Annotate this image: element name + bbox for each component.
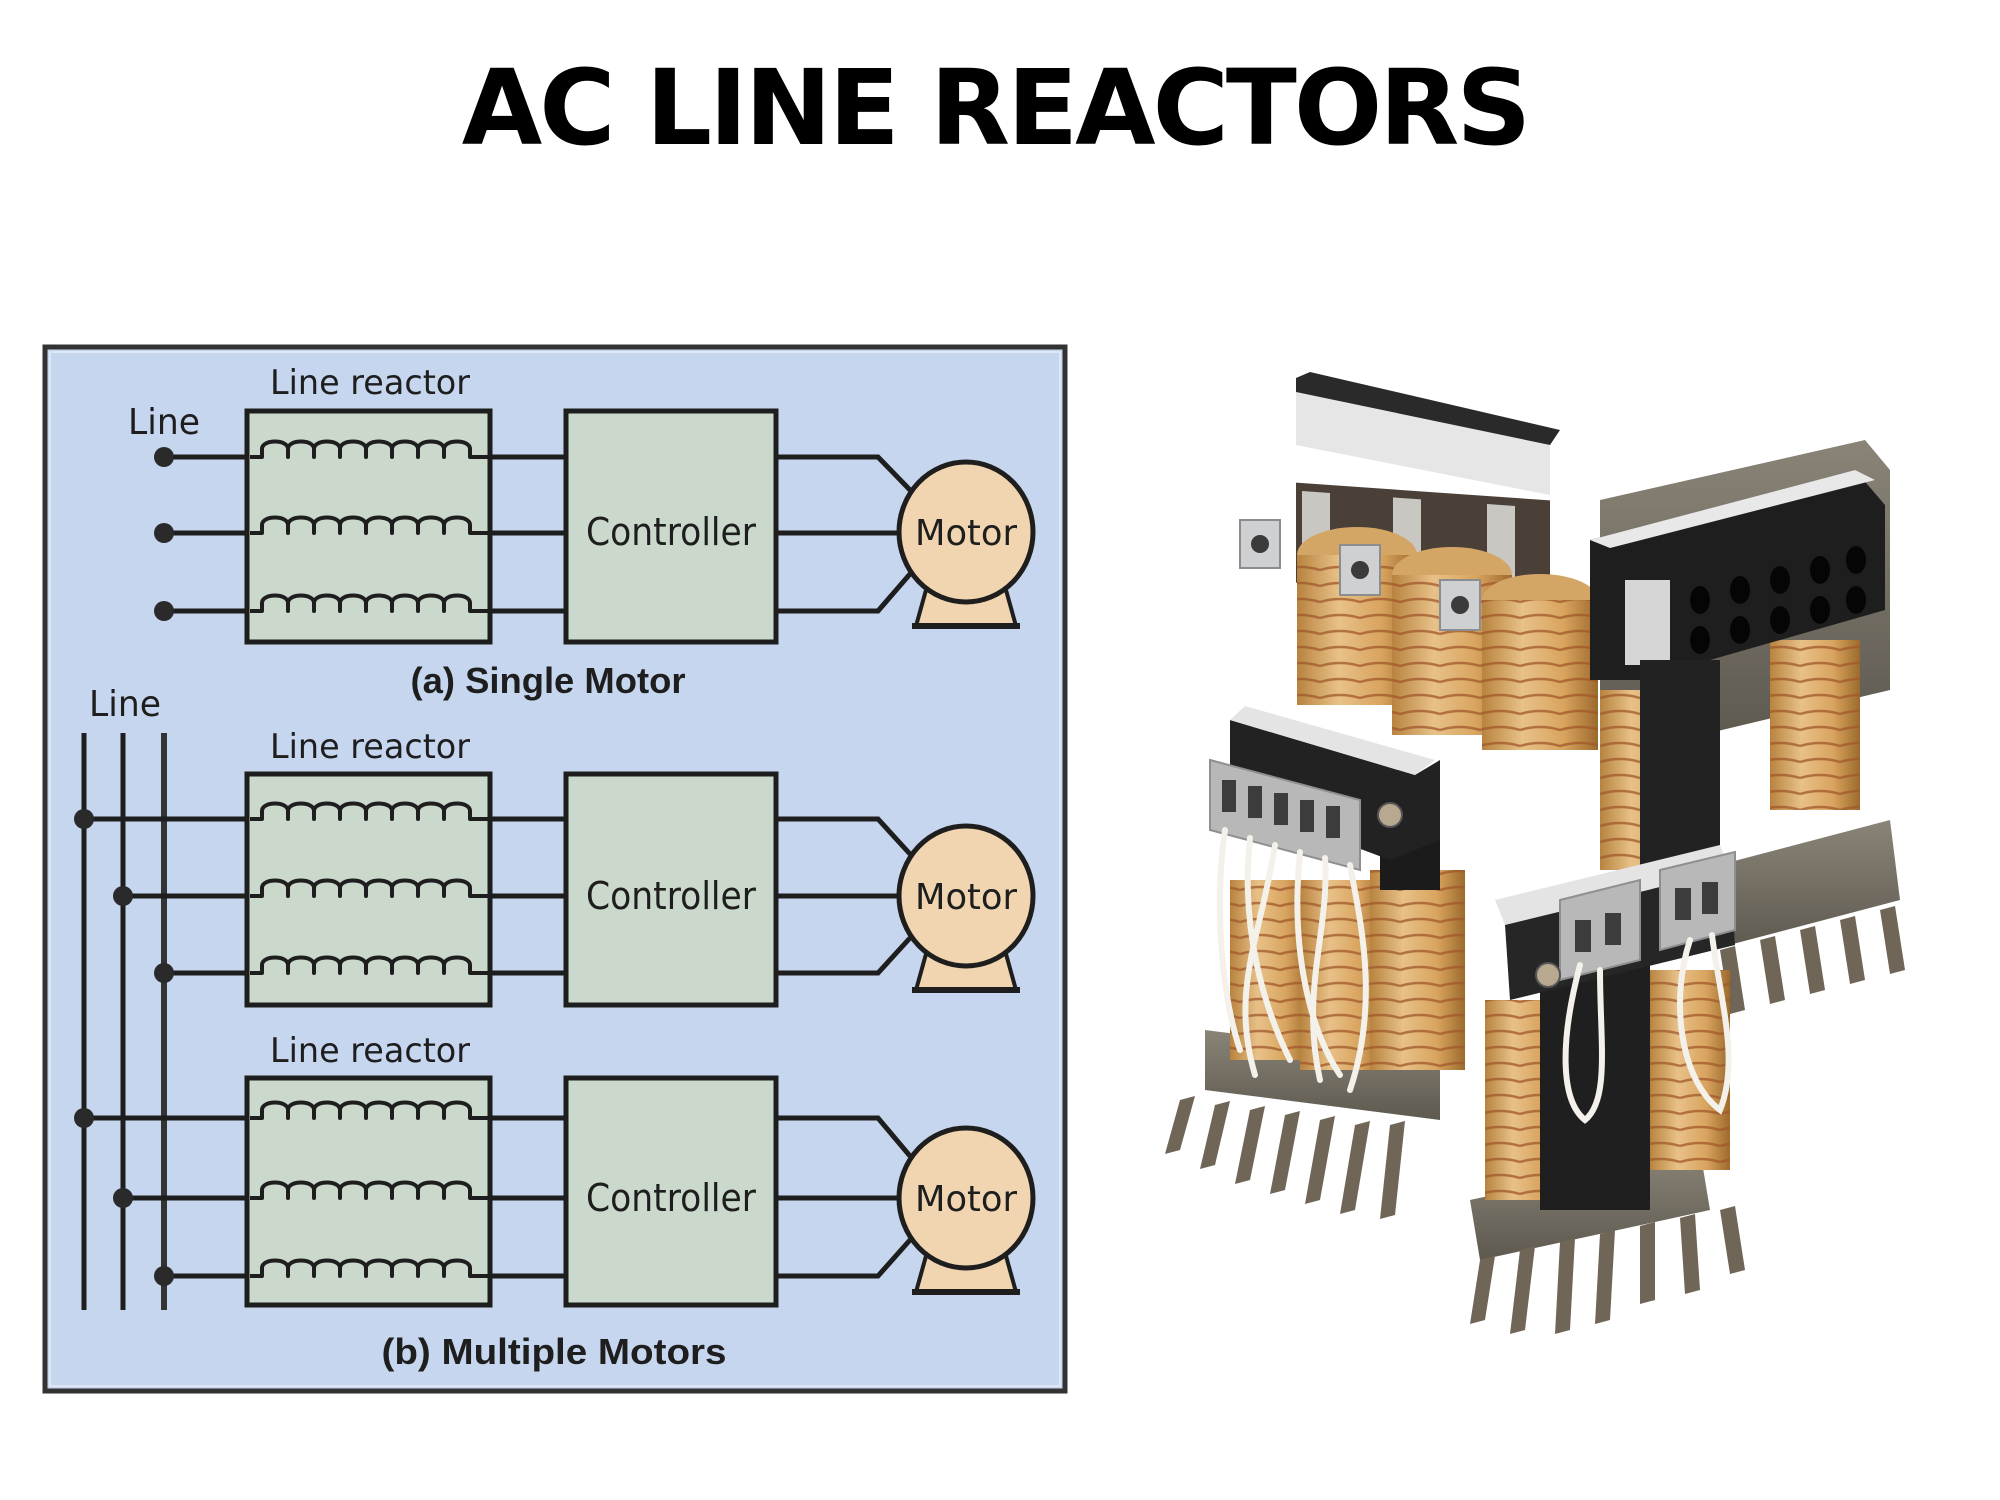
controller-box bbox=[563, 1075, 779, 1308]
motor-label: Motor bbox=[915, 877, 1017, 918]
line-label: Line bbox=[128, 402, 200, 443]
motor-b2 bbox=[896, 1125, 1036, 1295]
controller-label: Controller bbox=[586, 874, 756, 918]
reactor-coils-b2 bbox=[250, 1100, 488, 1278]
motor-wire bbox=[774, 1115, 912, 1158]
motor-wire bbox=[774, 936, 912, 976]
multiple-motors-circuit: Line Line reactor Controller Motor Line … bbox=[74, 684, 1036, 1372]
inductor-coil bbox=[250, 515, 488, 535]
line-label-bus: Line bbox=[89, 684, 161, 725]
reactor-unit-back-right bbox=[1590, 440, 1905, 1014]
motor-body bbox=[896, 1125, 1036, 1271]
reactor-unit-front-center bbox=[1470, 845, 1745, 1334]
junction-dot bbox=[74, 809, 94, 829]
diagram-panel-inner-edge bbox=[49, 351, 1061, 1387]
line-reactor-label: Line reactor bbox=[270, 727, 470, 767]
junction-dot bbox=[154, 523, 174, 543]
caption-single-motor: (a) Single Motor bbox=[411, 660, 686, 701]
motor-label: Motor bbox=[915, 1179, 1017, 1220]
motor-label: Motor bbox=[915, 513, 1017, 554]
junction-dot bbox=[154, 447, 174, 467]
junction-dot bbox=[113, 1188, 133, 1208]
junction-dot bbox=[113, 886, 133, 906]
controller-box bbox=[563, 408, 779, 645]
reactor-coils-b1 bbox=[250, 801, 488, 975]
diagram-panel bbox=[42, 344, 1068, 1394]
controller-label: Controller bbox=[586, 510, 756, 554]
inductor-coil bbox=[250, 1100, 488, 1120]
motor-a bbox=[896, 459, 1036, 629]
wires-b1 bbox=[74, 809, 912, 983]
controller-label: Controller bbox=[586, 1176, 756, 1220]
inductor-coil bbox=[250, 801, 488, 821]
inductor-coil bbox=[250, 593, 488, 613]
junction-dot bbox=[154, 601, 174, 621]
reactor-unit-front-left bbox=[1165, 706, 1465, 1219]
line-reactor-label: Line reactor bbox=[270, 1031, 470, 1071]
motor-wire bbox=[774, 1238, 912, 1279]
junction-dot bbox=[154, 963, 174, 983]
inductor-coil bbox=[250, 1258, 488, 1278]
inductor-coil bbox=[250, 878, 488, 898]
inductor-coil bbox=[250, 955, 488, 975]
wires-a bbox=[154, 447, 912, 621]
inductor-coil bbox=[250, 1180, 488, 1200]
reactor-coils-a bbox=[250, 439, 488, 613]
motor-wire bbox=[774, 454, 912, 492]
junction-dot bbox=[74, 1108, 94, 1128]
motor-body bbox=[896, 823, 1036, 969]
inductor-coil bbox=[250, 439, 488, 459]
caption-multiple-motors: (b) Multiple Motors bbox=[382, 1331, 727, 1372]
slide-title: AC LINE REACTORS bbox=[461, 47, 1532, 169]
reactor-unit-back-left bbox=[1239, 372, 1598, 750]
single-motor-circuit: Line Line reactor Controller Motor (a) S… bbox=[128, 363, 1036, 701]
motor-body bbox=[896, 459, 1036, 605]
wires-b2 bbox=[74, 1108, 912, 1286]
motor-wire bbox=[774, 816, 912, 856]
junction-dot bbox=[154, 1266, 174, 1286]
line-reactor-label: Line reactor bbox=[270, 363, 470, 403]
motor-b1 bbox=[896, 823, 1036, 993]
motor-wire bbox=[774, 572, 912, 614]
controller-box bbox=[563, 771, 779, 1008]
